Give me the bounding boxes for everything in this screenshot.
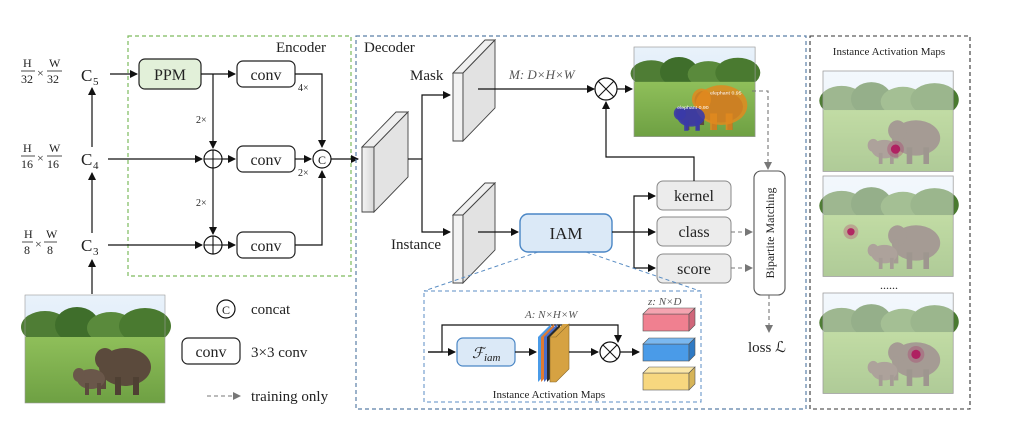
scale-c3-num2: W	[46, 227, 58, 241]
iam-multiply-node	[599, 341, 621, 363]
scale-c3-num: H	[24, 227, 33, 241]
iam-label: IAM	[549, 224, 582, 243]
mask-multiply-node	[594, 77, 618, 101]
sum-node-c4	[203, 149, 223, 169]
scale-label-c4: H 16 × W 16	[21, 141, 62, 171]
legend-concat: C concat	[216, 299, 291, 319]
level-c4-letter: C	[81, 150, 92, 169]
mask-branch-label: Mask	[410, 68, 444, 84]
class-label: class	[678, 224, 709, 241]
conv-mid-label: conv	[250, 152, 281, 169]
upsample-label-1: 2×	[196, 115, 207, 126]
mask-shape-label: M: D×H×W	[508, 67, 576, 82]
scale-c4-den: 16	[21, 157, 33, 171]
bipartite-matching-label: Bipartite Matching	[763, 188, 777, 279]
level-c3: C 3	[81, 236, 99, 258]
ppm-label: PPM	[154, 67, 186, 84]
scale-label-c3: H 8 × W 8	[22, 227, 58, 257]
upsample-label-2: 2×	[196, 198, 207, 209]
upsample-label-4x: 4×	[298, 83, 309, 94]
encoder-feature-map	[361, 146, 375, 213]
concat-node-symbol: C	[318, 153, 326, 167]
level-c5-sub: 5	[93, 76, 99, 88]
legend-conv: conv 3×3 conv	[181, 337, 308, 365]
iam-block	[519, 213, 613, 253]
instance-branch-label: Instance	[391, 237, 441, 253]
f-iam-symbol: ℱ	[472, 346, 487, 362]
z-bar-red	[642, 307, 696, 332]
iam-detail-caption: Instance Activation Maps	[493, 389, 605, 401]
decoder-title: Decoder	[364, 40, 415, 56]
scale-c3-times: ×	[35, 237, 42, 251]
mask-det-label-1: elephant 0.95	[710, 90, 742, 96]
activation-map-1	[819, 70, 959, 172]
activation-map-stack	[538, 323, 570, 383]
legend-conv-text: 3×3 conv	[251, 345, 308, 361]
encoder-title: Encoder	[276, 40, 326, 56]
concat-node: C	[312, 149, 332, 169]
z-bar-blue	[642, 337, 696, 362]
decoder-region	[355, 35, 807, 410]
legend-training-text: training only	[251, 389, 329, 405]
mask-feature-map	[451, 38, 497, 143]
level-c3-letter: C	[81, 236, 92, 255]
scale-c5-times: ×	[37, 66, 44, 80]
loss-label: loss ℒ	[748, 340, 786, 356]
instance-feature-map	[451, 181, 497, 285]
scale-c5-num2: W	[49, 56, 61, 70]
scale-c4-num2: W	[49, 141, 61, 155]
activation-map-2	[819, 175, 959, 277]
scale-c4-num: H	[23, 141, 32, 155]
scale-label-c5: H 32 × W 32	[21, 56, 62, 86]
iam-detail-region	[423, 290, 702, 403]
z-bar-yellow	[642, 366, 696, 391]
level-c5: C 5	[81, 66, 99, 88]
conv-top-label: conv	[250, 67, 281, 84]
legend-concat-text: concat	[251, 302, 291, 318]
conv-bot-label: conv	[250, 238, 281, 255]
scale-c5-num: H	[23, 56, 32, 70]
kernel-label: kernel	[674, 188, 715, 205]
activation-maps-title: Instance Activation Maps	[833, 46, 945, 58]
output-mask-image: elephant 0.95 elephant 0.90	[630, 46, 761, 137]
mask-det-label-2: elephant 0.90	[677, 105, 709, 111]
level-c4: C 4	[81, 150, 99, 172]
sum-node-c3	[203, 235, 223, 255]
scale-c5-den2: 32	[47, 72, 59, 86]
scale-c3-den2: 8	[47, 243, 53, 257]
legend-concat-symbol: C	[222, 303, 230, 317]
level-c4-sub: 4	[93, 160, 99, 172]
input-image	[21, 294, 171, 404]
legend-conv-box-label: conv	[195, 344, 226, 361]
z-shape-label: z: N×D	[647, 296, 681, 308]
level-c3-sub: 3	[93, 246, 99, 258]
activation-map-3	[819, 292, 959, 394]
legend-training: training only	[207, 389, 329, 405]
scale-c3-den: 8	[24, 243, 30, 257]
scale-c4-times: ×	[37, 151, 44, 165]
activation-maps-panel	[809, 35, 971, 410]
level-c5-letter: C	[81, 66, 92, 85]
scale-c5-den: 32	[21, 72, 33, 86]
activation-maps-ellipsis: ......	[880, 278, 898, 292]
scale-c4-den2: 16	[47, 157, 59, 171]
upsample-label-2x-concat: 2×	[298, 168, 309, 179]
a-shape-label: A: N×H×W	[524, 309, 578, 321]
f-iam-subscript: iam	[484, 352, 501, 364]
score-label: score	[677, 261, 711, 278]
